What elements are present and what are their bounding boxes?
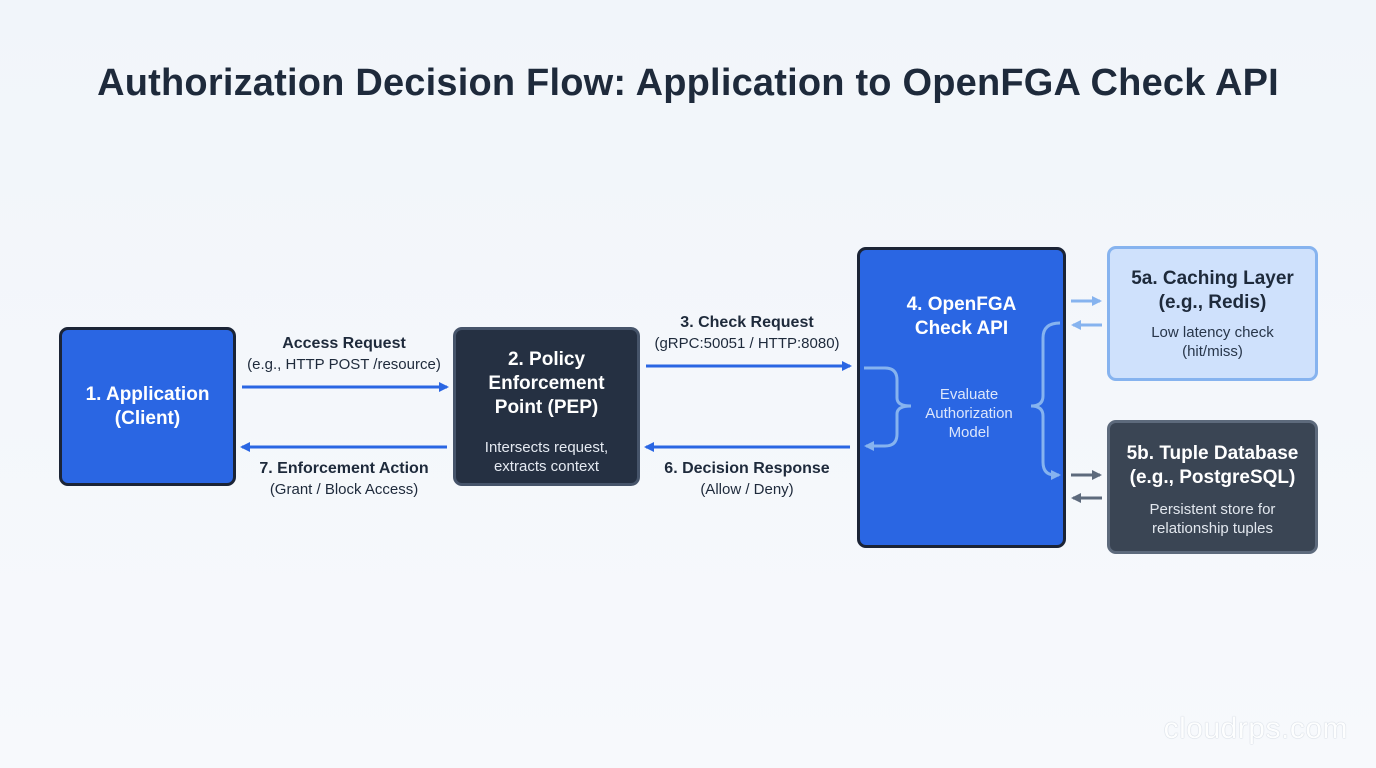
check-request-detail: (gRPC:50051 / HTTP:8080): [654, 335, 840, 352]
check-request-title: 3. Check Request: [680, 314, 814, 331]
enforcement-action-title: 7. Enforcement Action: [259, 460, 429, 477]
openfga-node-heading: 4. OpenFGA Check API: [906, 294, 1017, 339]
evaluate-bracket-right: [1030, 321, 1061, 480]
enforcement-action-detail: (Grant / Block Access): [269, 481, 419, 498]
decision-response-title: 6. Decision Response: [664, 460, 830, 477]
evaluate-bracket-left: [864, 366, 912, 451]
application-client-node: 1. Application (Client): [59, 327, 236, 486]
check-request-label: 3. Check Request (gRPC:50051 / HTTP:8080…: [634, 312, 860, 354]
access-request-label: Access Request (e.g., HTTP POST /resourc…: [230, 333, 458, 375]
policy-enforcement-point-node: 2. Policy Enforcement Point (PEP) Inters…: [453, 327, 640, 486]
access-request-detail: (e.g., HTTP POST /resource): [247, 356, 441, 373]
decision-response-label: 6. Decision Response (Allow / Deny): [634, 458, 860, 500]
openfga-node-detail: Evaluate Authorization Model: [925, 386, 1013, 441]
database-node-heading: 5b. Tuple Database (e.g., PostgreSQL): [1126, 443, 1299, 488]
diagram-title: Authorization Decision Flow: Application…: [97, 62, 1279, 104]
caching-layer-node: 5a. Caching Layer (e.g., Redis) Low late…: [1107, 246, 1318, 381]
pep-node-detail: Intersects request, extracts context: [484, 439, 609, 475]
database-node-detail: Persistent store for relationship tuples: [1149, 501, 1276, 537]
openfga-check-api-node: 4. OpenFGA Check API: [857, 247, 1066, 548]
pep-node-heading: 2. Policy Enforcement Point (PEP): [488, 349, 605, 418]
cache-node-heading: 5a. Caching Layer (e.g., Redis): [1131, 268, 1294, 313]
enforcement-action-label: 7. Enforcement Action (Grant / Block Acc…: [230, 458, 458, 500]
application-node-heading: 1. Application (Client): [85, 383, 210, 429]
watermark-text: cloudrps.com: [1163, 712, 1348, 745]
cache-node-detail: Low latency check (hit/miss): [1151, 324, 1274, 360]
decision-response-detail: (Allow / Deny): [700, 481, 794, 498]
access-request-title: Access Request: [282, 335, 406, 352]
tuple-database-node: 5b. Tuple Database (e.g., PostgreSQL) Pe…: [1107, 420, 1318, 554]
